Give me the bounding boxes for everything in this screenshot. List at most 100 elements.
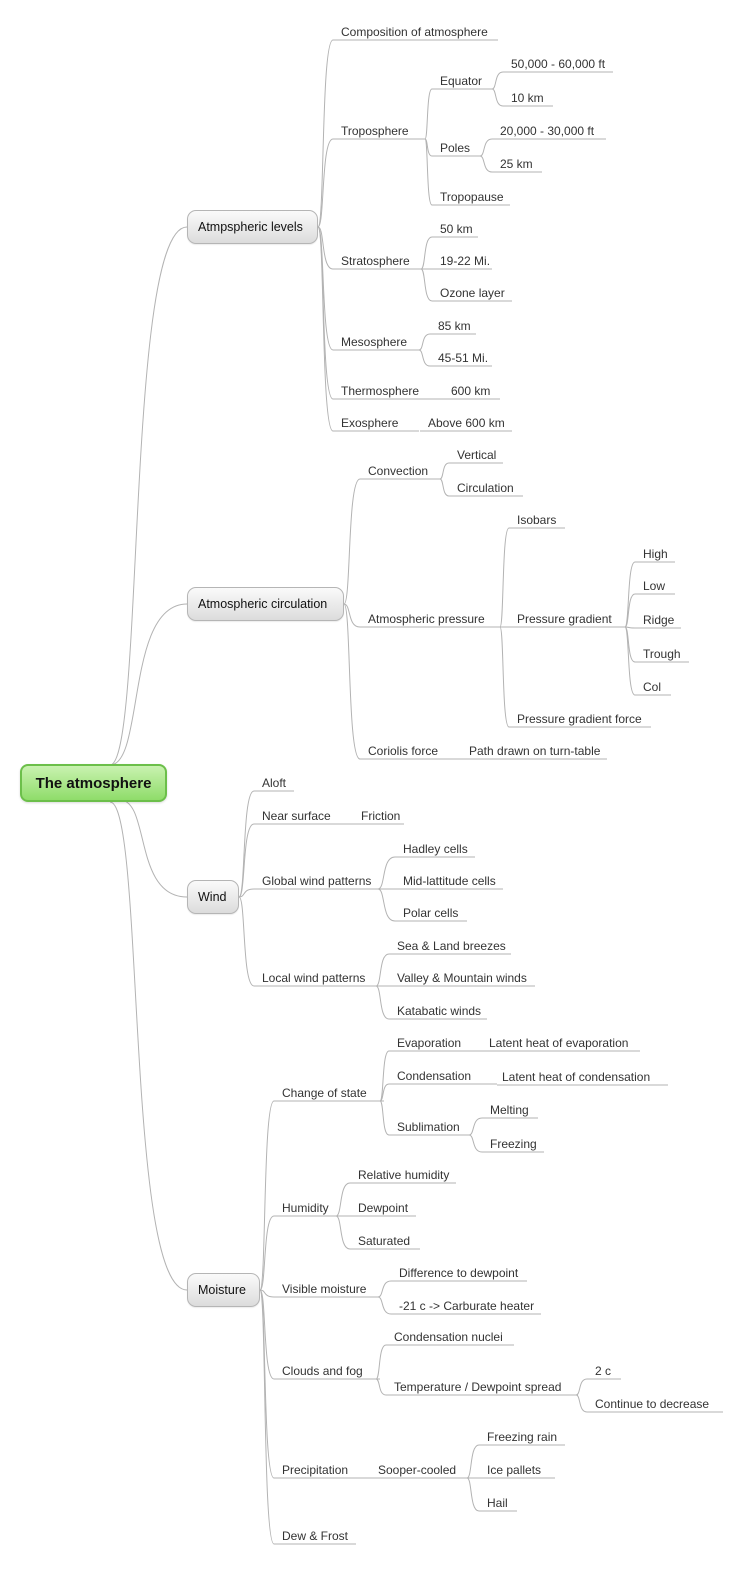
node-equator[interactable]: Equator (440, 74, 483, 88)
connector (335, 1182, 351, 1217)
connector (317, 226, 334, 432)
node-sooper-cooled[interactable]: Sooper-cooled (378, 1463, 457, 1477)
node-ridge[interactable]: Ridge (643, 613, 675, 627)
node-change-of-state[interactable]: Change of state (282, 1086, 367, 1100)
node-pressure-gradient[interactable]: Pressure gradient (517, 612, 612, 626)
node-aloft[interactable]: Aloft (262, 776, 287, 790)
node-composition[interactable]: Composition of atmosphere (341, 25, 488, 39)
node-exosphere[interactable]: Exosphere (341, 416, 399, 430)
node-circulation[interactable]: Circulation (457, 481, 514, 495)
node-midlat[interactable]: Mid-lattitude cells (403, 874, 496, 888)
node-condensation[interactable]: Condensation (397, 1069, 472, 1083)
node-meso-km[interactable]: 85 km (438, 319, 471, 333)
node-valley[interactable]: Valley & Mountain winds (397, 971, 527, 985)
node-troposphere[interactable]: Troposphere (341, 124, 409, 138)
node-saturated[interactable]: Saturated (358, 1234, 411, 1248)
node-equator-ft[interactable]: 50,000 - 60,000 ft (511, 57, 606, 71)
node-evaporation[interactable]: Evaporation (397, 1036, 462, 1050)
topic-atmospheric-circulation[interactable]: Atmospheric circulation (187, 587, 344, 621)
topic-wind[interactable]: Wind (187, 880, 239, 914)
connector (343, 478, 361, 605)
node-exo-km[interactable]: Above 600 km (428, 416, 505, 430)
connector (343, 603, 361, 628)
node-diff-dewpoint[interactable]: Difference to dewpoint (399, 1266, 519, 1280)
connector (424, 88, 433, 140)
node-thermo-km[interactable]: 600 km (451, 384, 491, 398)
node-ozone[interactable]: Ozone layer (440, 286, 505, 300)
node-condensation-nuclei[interactable]: Condensation nuclei (394, 1330, 503, 1344)
node-turntable[interactable]: Path drawn on turn-table (469, 744, 601, 758)
connector (624, 593, 636, 628)
connector (259, 1289, 275, 1545)
node-friction[interactable]: Friction (361, 809, 401, 823)
node-poles[interactable]: Poles (440, 141, 471, 155)
connector (420, 236, 433, 270)
node-high[interactable]: High (643, 547, 668, 561)
node-two-c[interactable]: 2 c (595, 1364, 612, 1378)
node-local-wind[interactable]: Local wind patterns (262, 971, 366, 985)
node-freezing[interactable]: Freezing (490, 1137, 537, 1151)
node-poles-km[interactable]: 25 km (500, 157, 533, 171)
node-precipitation[interactable]: Precipitation (282, 1463, 349, 1477)
node-atmospheric-pressure[interactable]: Atmospheric pressure (368, 612, 485, 626)
node-trough[interactable]: Trough (643, 647, 681, 661)
node-dew-frost[interactable]: Dew & Frost (282, 1529, 349, 1543)
node-col[interactable]: Col (643, 680, 662, 694)
root-topic[interactable]: The atmosphere (20, 764, 167, 802)
node-humidity[interactable]: Humidity (282, 1201, 329, 1215)
node-tropopause[interactable]: Tropopause (440, 190, 504, 204)
node-latent-evap[interactable]: Latent heat of evaporation (489, 1036, 629, 1050)
node-convection[interactable]: Convection (368, 464, 429, 478)
node-isobars[interactable]: Isobars (517, 513, 557, 527)
connector (439, 462, 450, 480)
topic-moisture[interactable]: Moisture (187, 1273, 260, 1307)
node-sea-land[interactable]: Sea & Land breezes (397, 939, 506, 953)
node-latent-cond[interactable]: Latent heat of condensation (502, 1070, 651, 1084)
connector (499, 527, 510, 628)
node-coriolis[interactable]: Coriolis force (368, 744, 439, 758)
node-continue-decrease[interactable]: Continue to decrease (595, 1397, 710, 1411)
connector (335, 1215, 351, 1250)
node-strat-mi[interactable]: 19-22 Mi. (440, 254, 491, 268)
connector (575, 1378, 588, 1396)
connector (491, 88, 504, 107)
node-near-surface[interactable]: Near surface (262, 809, 331, 823)
node-dewpoint[interactable]: Dewpoint (358, 1201, 409, 1215)
node-clouds-fog[interactable]: Clouds and fog (282, 1364, 363, 1378)
node-stratosphere[interactable]: Stratosphere (341, 254, 410, 268)
node-polar[interactable]: Polar cells (403, 906, 459, 920)
connector (418, 333, 431, 351)
node-carburetor[interactable]: -21 c -> Carburate heater (399, 1299, 535, 1313)
node-melting[interactable]: Melting (490, 1103, 529, 1117)
node-equator-km[interactable]: 10 km (511, 91, 544, 105)
node-pressure-gradient-force[interactable]: Pressure gradient force (517, 712, 642, 726)
node-low[interactable]: Low (643, 579, 666, 593)
connector (466, 1444, 480, 1479)
node-katabatic[interactable]: Katabatic winds (397, 1004, 482, 1018)
node-mesosphere[interactable]: Mesosphere (341, 335, 408, 349)
node-global-wind[interactable]: Global wind patterns (262, 874, 372, 888)
node-thermosphere[interactable]: Thermosphere (341, 384, 420, 398)
node-hail[interactable]: Hail (487, 1496, 508, 1510)
connector (259, 1215, 275, 1291)
connector (379, 1083, 390, 1102)
node-visible-moisture[interactable]: Visible moisture (282, 1282, 367, 1296)
connector (375, 1378, 387, 1396)
node-freezing-rain[interactable]: Freezing rain (487, 1430, 558, 1444)
topic-atmospheric-levels[interactable]: Atmpspheric levels (187, 210, 318, 244)
node-meso-mi[interactable]: 45-51 Mi. (438, 351, 489, 365)
node-ice-pallets[interactable]: Ice pallets (487, 1463, 542, 1477)
connector (317, 138, 334, 228)
node-temp-dew-spread[interactable]: Temperature / Dewpoint spread (394, 1380, 562, 1394)
node-poles-ft[interactable]: 20,000 - 30,000 ft (500, 124, 595, 138)
node-hadley[interactable]: Hadley cells (403, 842, 468, 856)
connector (379, 1050, 390, 1102)
node-sublimation[interactable]: Sublimation (397, 1120, 460, 1134)
node-vertical[interactable]: Vertical (457, 448, 497, 462)
connector (424, 138, 433, 206)
node-strat-km[interactable]: 50 km (440, 222, 473, 236)
connector (238, 823, 255, 898)
connector (119, 799, 188, 898)
node-relative-humidity[interactable]: Relative humidity (358, 1168, 450, 1182)
